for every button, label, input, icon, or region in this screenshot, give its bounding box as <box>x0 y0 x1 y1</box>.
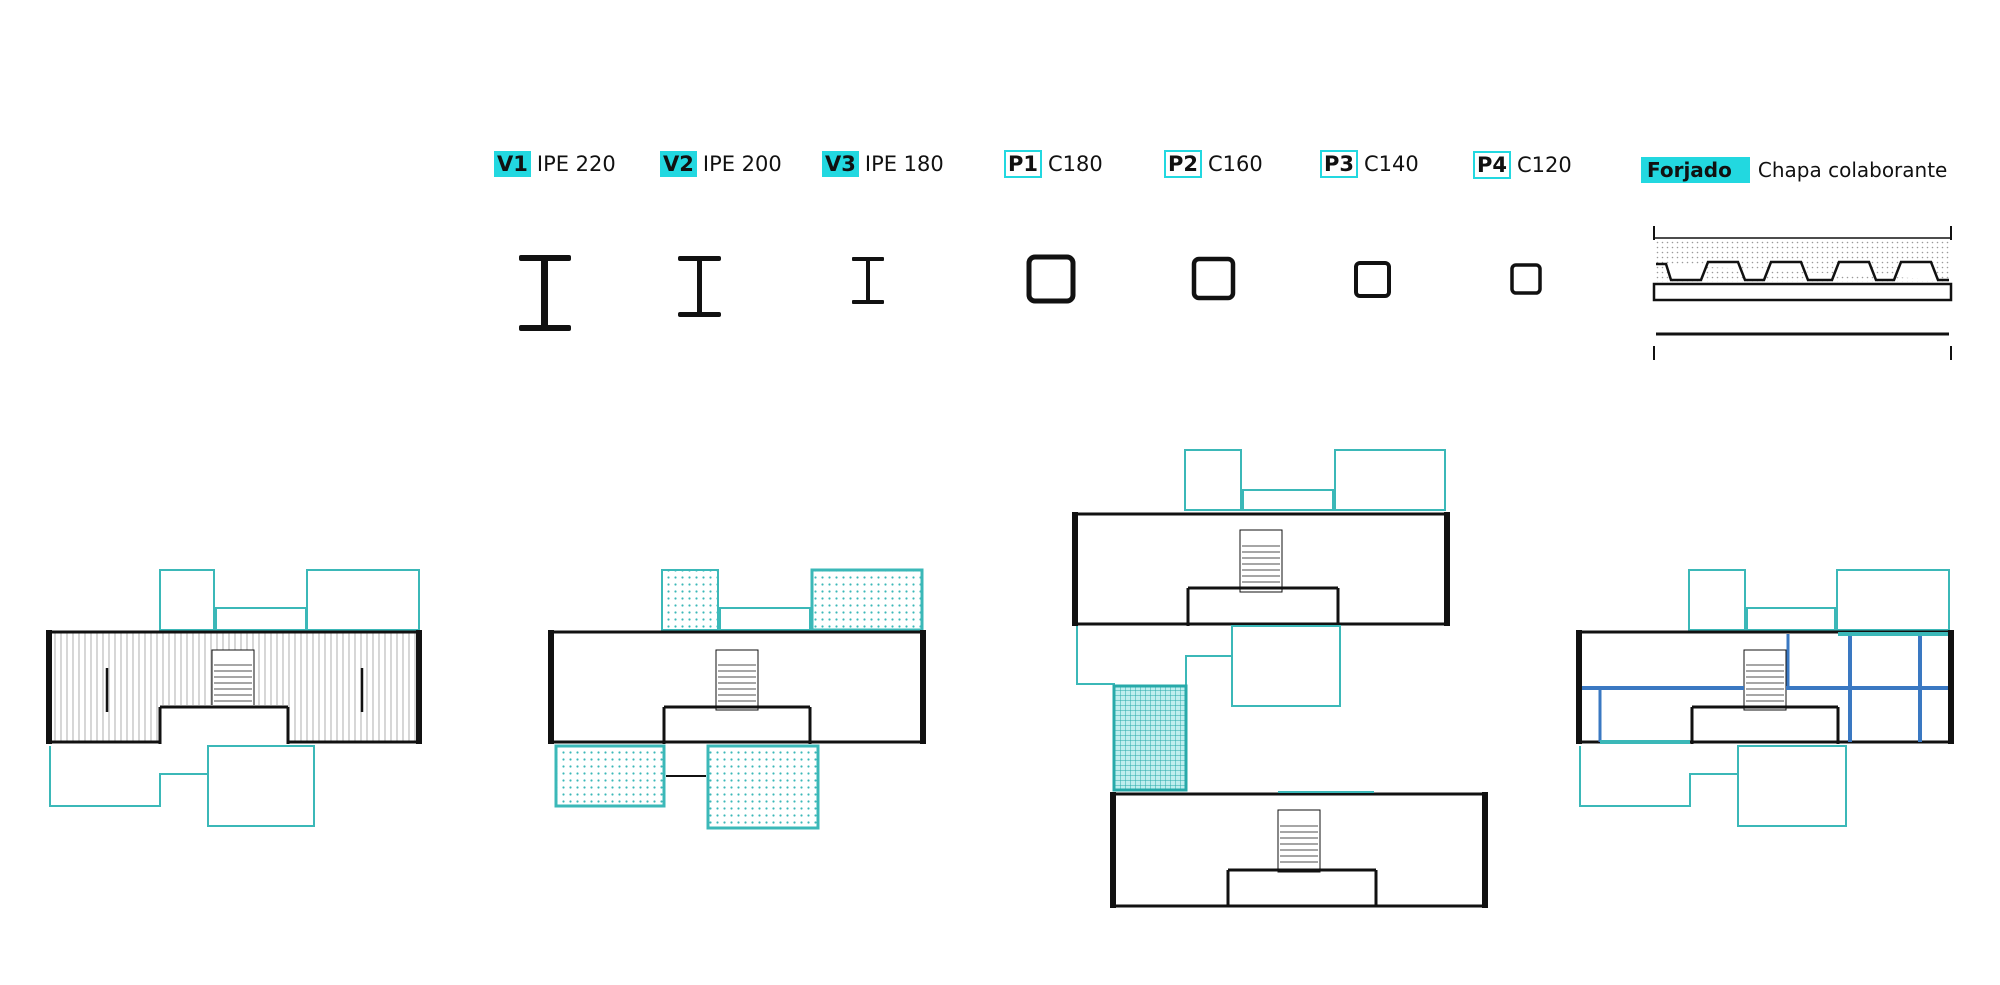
floor-plan-2 <box>548 568 926 830</box>
legend-beam-v1: V1 IPE 220 <box>494 150 616 178</box>
legend-profile-label: C140 <box>1364 152 1419 176</box>
legend-profile-label: IPE 180 <box>864 152 944 176</box>
legend-code-badge: P1 <box>1004 150 1043 178</box>
legend-profile-label: C120 <box>1517 153 1572 177</box>
floor-plan-1 <box>46 569 422 827</box>
legend-code-badge: V1 <box>494 151 531 177</box>
legend-slab-badge: Forjado <box>1641 157 1750 183</box>
floor-plan-4 <box>1576 569 1954 827</box>
legend-code-badge: V2 <box>660 151 697 177</box>
legend-profile-label: C160 <box>1208 152 1263 176</box>
legend-profile-label: IPE 220 <box>536 152 616 176</box>
legend-column-p3: P3 C140 <box>1320 150 1419 178</box>
legend-column-p1: P1 C180 <box>1004 150 1103 178</box>
floor-plan-3 <box>1072 449 1488 908</box>
legend-beam-v2: V2 IPE 200 <box>660 150 782 178</box>
legend-slab: Forjado Chapa colaborante <box>1641 156 1947 184</box>
ipe-200-section <box>678 256 721 317</box>
composite-slab-section <box>1652 226 1953 360</box>
legend-code-badge: P3 <box>1320 150 1359 178</box>
legend-profile-label: IPE 200 <box>702 152 782 176</box>
c180-section <box>1026 254 1076 304</box>
legend-profile-label: C180 <box>1048 152 1103 176</box>
legend-column-p2: P2 C160 <box>1164 150 1263 178</box>
legend-beam-v3: V3 IPE 180 <box>822 150 944 178</box>
legend-code-badge: P4 <box>1473 151 1512 179</box>
legend-code-badge: P2 <box>1164 150 1203 178</box>
legend-code-badge: V3 <box>822 151 859 177</box>
c160-section <box>1191 256 1236 301</box>
ipe-220-section <box>519 255 571 331</box>
legend-column-p4: P4 C120 <box>1473 151 1572 179</box>
c140-section <box>1354 261 1391 298</box>
ipe-180-section <box>852 257 884 304</box>
c120-section <box>1510 263 1542 295</box>
legend-slab-type: Chapa colaborante <box>1757 158 1948 182</box>
